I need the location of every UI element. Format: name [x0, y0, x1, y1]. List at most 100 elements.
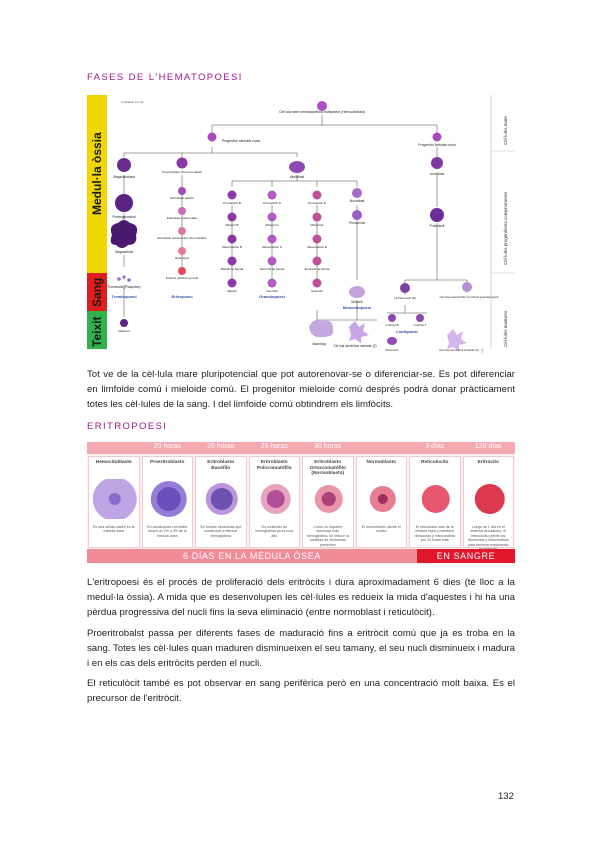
- granulocyte-stage-label: Neutròfil: [266, 289, 278, 293]
- macrophage-label: Macròfag: [312, 342, 326, 346]
- granulocyte-stage-label: Mielòcit E: [310, 223, 323, 227]
- granulocyte-stage-cell: [227, 234, 237, 244]
- dendritic-myeloid-cell: [349, 321, 369, 343]
- granulocyte-stage-label: Basòfil: [227, 289, 236, 293]
- lymphocyte-b-cell: [388, 314, 396, 322]
- myeloblast-cell: [289, 161, 305, 173]
- granulocyte-stage-label: Promielòcit B: [223, 201, 241, 205]
- prolymphocyte-label: Prolimfòcit: [430, 224, 445, 228]
- granulocyte-stage-cell: [312, 256, 322, 266]
- tissue-band: [87, 311, 107, 349]
- granulocyte-stage-label: Mielòcit B: [225, 223, 238, 227]
- lymphoid-progenitor-cell: [432, 132, 442, 142]
- marrow-band-label: Medul·la òssia: [90, 132, 104, 215]
- thrombocytes-label: Trombòcits (Plaquetes): [108, 285, 141, 289]
- monocytopoiesis-label: Monocitopoesi: [343, 305, 371, 310]
- paragraph-maturation: Proeritrobalst passa per diferents fases…: [87, 628, 515, 669]
- stage-duration: 20 horas: [207, 443, 235, 450]
- granulocyte-stage-cell: [312, 278, 322, 288]
- lymphocyte-t-cell: [416, 314, 424, 322]
- dendritic-myeloid-label: Cèl·lula dendrítica mieloide (2): [333, 344, 376, 348]
- stage-name: Eritroblasto Policromatófilo: [256, 460, 292, 471]
- stage-cell-illustration: [92, 479, 137, 519]
- erythroid-stage-label: Eritroblast basòfil: [170, 196, 193, 200]
- stage-description: Se forman ribosomas que comienzan a fabr…: [200, 525, 242, 538]
- erythroid-stage-cell: [178, 247, 186, 255]
- erythropoiesis-stage-card: Reticulocito El reticulocito sale de la m…: [409, 456, 461, 548]
- small-lymphocyte-label: Limfòcit petit (B): [394, 296, 416, 300]
- granulocyte-stage-label: Promielòcit N: [263, 201, 281, 205]
- cell-nucleus: [321, 492, 336, 506]
- megakaryoblast-cell: [117, 158, 131, 172]
- stage-name: Reticulocito: [421, 460, 449, 465]
- right-label-stem: Cèl·lules mare: [503, 115, 508, 145]
- thrombocyte-cells: [117, 275, 131, 282]
- erythropoiesis-label: Eritropoesi: [171, 294, 192, 299]
- right-label-progenitor: Cèl·lules progenitores compromeses: [503, 191, 508, 265]
- stage-name: Eritroblasto Ortocromatófilo (Normoblast…: [309, 460, 346, 476]
- erythroid-stage-label: Eritroblast ortocromàtic (Normoblast): [157, 236, 206, 240]
- stem-cell: [317, 101, 327, 111]
- scale-label: Ampliació 1/1 µm: [121, 100, 145, 104]
- dendritic-lymphoid-cell: [447, 329, 467, 351]
- stage-name: Hemocitoblasto: [95, 460, 132, 465]
- stage-description: El reticulocito sale de la médula ósea y…: [414, 525, 456, 543]
- monocyte-cell: [349, 286, 365, 298]
- paragraph-erythropoiesis: L'eritropoesi és el procés de proliferac…: [87, 577, 515, 618]
- cell-nucleus: [156, 487, 181, 511]
- promonocyte-label: Promonòcit: [349, 221, 365, 225]
- erythropoiesis-stage-card: Hemocitoblasto Es una célula madre en la …: [88, 456, 140, 548]
- granulocyte-stage-cell: [227, 256, 237, 266]
- blood-band-label: Sang: [90, 278, 104, 307]
- lymphocyte-b-label: Limfòcit B: [385, 323, 398, 327]
- lymphoid-progenitor-label: Progenitor limfoide comú: [418, 143, 456, 147]
- cell-body: [421, 485, 450, 513]
- hematopoiesis-diagram: Medul·la òssia Sang Teixit Cèl·lules mar…: [87, 95, 515, 355]
- cell-nucleus: [266, 490, 285, 508]
- myeloid-progenitor-label: Progenitor mieloide comú: [222, 139, 261, 143]
- stage-duration: 25 horas: [260, 443, 288, 450]
- granulocyte-stage-cell: [267, 212, 277, 222]
- lymphoblast-cell: [431, 157, 443, 169]
- section-heading-hematopoiesis: FASES DE L'HEMATOPOESI: [87, 72, 243, 83]
- megakaryoblast-label: Megacarioblast: [113, 175, 135, 179]
- stage-name: Proeritroblasto: [150, 460, 185, 465]
- marrow-duration-banner: 6 DÍAS EN LA MÉDULA ÓSEA: [87, 549, 417, 563]
- granulocyte-stage-label: Mielòcit N: [265, 223, 278, 227]
- erythroid-stage-label: Reticulòcit: [175, 256, 189, 260]
- granulocyte-stage-cell: [267, 190, 277, 200]
- blood-band: [87, 273, 107, 311]
- myeloblast-label: Mieloblast: [290, 175, 304, 179]
- lymphopoiesis-label: Limfopoesi: [396, 329, 417, 334]
- erythroid-stage-cell: [178, 187, 186, 195]
- mastocyte-label: Mastòcit: [118, 329, 129, 333]
- granulocyte-stage-label: Eosinòfil: [311, 289, 323, 293]
- granulocyte-stage-label: Neutròfil de banda: [260, 267, 285, 271]
- stage-duration: 120 días: [474, 443, 502, 450]
- cell-nucleus: [210, 488, 233, 510]
- granulocyte-stage-label: Metamielòcit N: [262, 245, 282, 249]
- paragraph-stem-cell: Tot ve de la cèl·lula mare pluripotencia…: [87, 369, 515, 410]
- dendritic-lymphoid-label: Cèl·lula dendrítica limfoide (2): [439, 348, 479, 352]
- tissue-band-label: Teixit: [90, 317, 104, 347]
- stage-description: El normoblasto pierde el núcleo: [361, 525, 401, 534]
- granulocyte-stage-cell: [227, 278, 237, 288]
- granulocyte-stage-cell: [267, 278, 277, 288]
- cell-body: [474, 484, 505, 514]
- cell-nucleus: [377, 494, 388, 504]
- granulocyte-stage-label: Basòfil de banda: [221, 267, 244, 271]
- stage-description: Es una célula madre en la médula ósea: [92, 525, 135, 534]
- erythroid-stage-label: Eritròcit (Glòbul vermell): [166, 276, 198, 280]
- erythropoiesis-stage-card: Eritroblasto Basófilo Se forman ribosomas…: [195, 456, 247, 548]
- stage-name: Eritroblasto Basófilo: [207, 460, 235, 471]
- stage-description: Como no requiere acumular más hemoglobin…: [306, 525, 349, 547]
- mastocyte-cell: [120, 319, 128, 327]
- proerythroblast-cell: [176, 157, 188, 169]
- stage-duration: 3 días: [425, 443, 445, 450]
- megakaryocyte-cell: [110, 220, 138, 248]
- promegakaryocyte-label: Promegacariòcit: [112, 215, 135, 219]
